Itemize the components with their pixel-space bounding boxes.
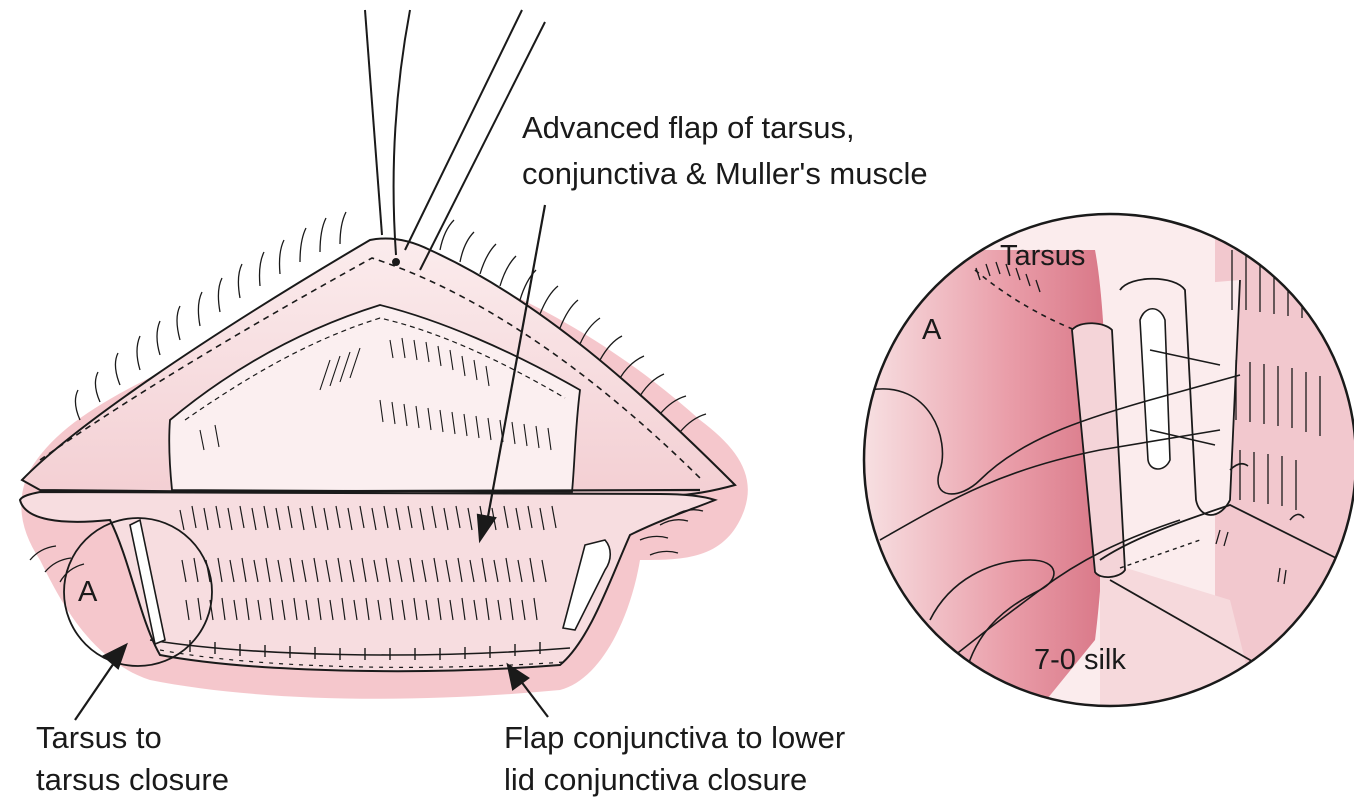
advanced-flap-label-line2: conjunctiva & Muller's muscle	[522, 156, 928, 192]
inset-tarsus-label: Tarsus	[1000, 238, 1085, 274]
inset-marker-a: A	[922, 312, 941, 348]
advanced-flap-label-line1: Advanced flap of tarsus,	[522, 110, 855, 146]
traction-sutures	[365, 10, 545, 270]
tarsus-closure-label-line2: tarsus closure	[36, 762, 229, 798]
detail-marker-a: A	[78, 574, 97, 610]
inset-suture-label: 7-0 silk	[1034, 642, 1126, 678]
conjunctiva-closure-label-line1: Flap conjunctiva to lower	[504, 720, 845, 756]
conjunctiva-closure-label-line2: lid conjunctiva closure	[504, 762, 807, 798]
tarsus-closure-label-line1: Tarsus to	[36, 720, 162, 756]
